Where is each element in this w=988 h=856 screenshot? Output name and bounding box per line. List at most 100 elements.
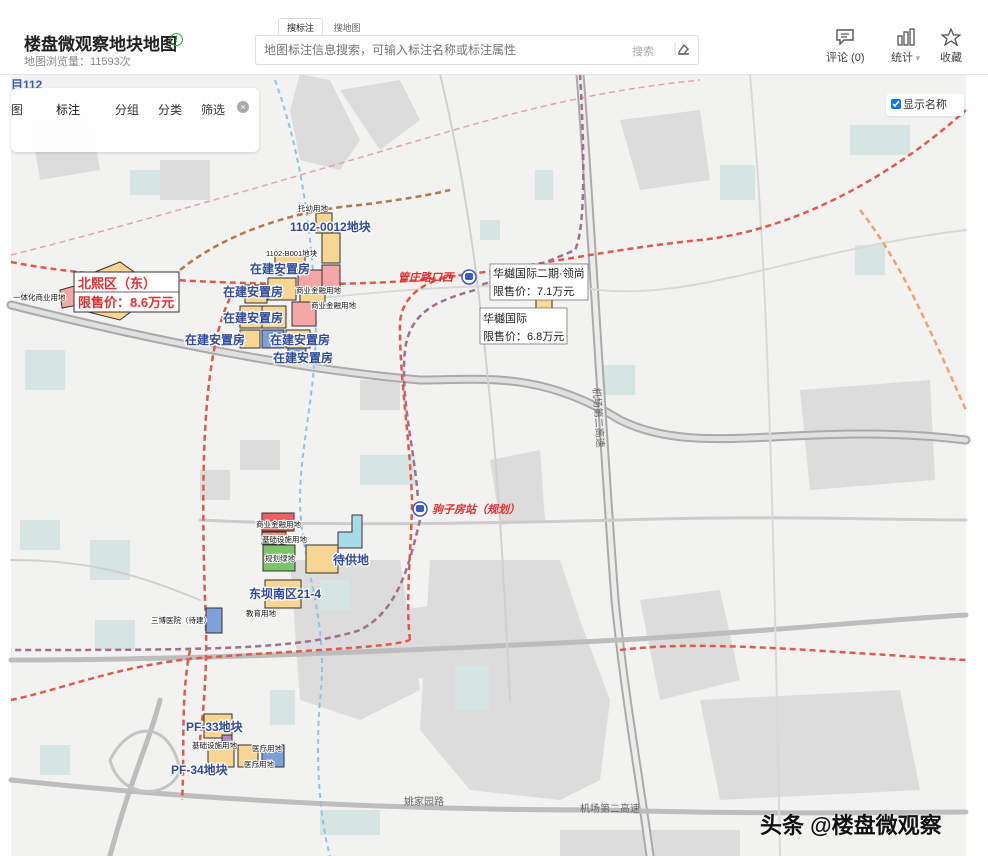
- label-integrated-commercial: 一体化商业用地: [13, 292, 66, 302]
- tab-annotations[interactable]: 标注: [56, 103, 81, 117]
- show-names-label: 显示名称: [903, 99, 947, 111]
- callout-beixi[interactable]: 北熙区（东） 限售价：8.6万元: [73, 271, 180, 313]
- label-resettlement-6: 在建安置房: [273, 350, 333, 365]
- parcel-resettlement-6: [239, 329, 261, 349]
- callout-huayue[interactable]: 华樾国际 限售价：6.8万元: [479, 307, 568, 345]
- parcel-commercial-d: [261, 512, 295, 532]
- eraser-icon[interactable]: [674, 41, 690, 57]
- tab-search-annotations[interactable]: 搜标注: [278, 18, 324, 36]
- star-icon: [941, 28, 961, 46]
- parcel-pending: [305, 544, 339, 574]
- route-red-west: [198, 297, 232, 741]
- callout-box: [489, 263, 589, 301]
- comment-button[interactable]: 评论 (0): [826, 28, 865, 65]
- comment-icon: [836, 29, 854, 46]
- filter-panel: 图 标注 分组 分类 筛选 ×: [11, 88, 259, 152]
- transit-routes: [10, 73, 968, 801]
- label-resettlement-4: 在建安置房: [185, 332, 245, 347]
- stats-label: 统计: [891, 52, 913, 64]
- parcel-cyan: [337, 514, 363, 549]
- show-names-toggle[interactable]: 显示名称: [886, 94, 964, 116]
- tab-search-maps[interactable]: 搜地图: [333, 23, 361, 33]
- chevron-down-icon: ▾: [913, 53, 921, 63]
- parcel-infrastructure-a: [261, 531, 287, 545]
- river: [274, 79, 331, 856]
- parcel-medical-b: [261, 744, 285, 768]
- bar-chart-icon: [896, 28, 915, 46]
- show-names-checkbox[interactable]: [891, 99, 901, 109]
- view-count: 地图浏览量：11593次: [24, 56, 131, 68]
- callout-price: 限售价：6.8万元: [483, 329, 564, 343]
- stats-button[interactable]: 统计 ▾: [891, 28, 920, 65]
- verified-icon: !: [170, 33, 183, 46]
- label-resettlement-5: 在建安置房: [270, 332, 330, 347]
- parcel-green-plan: [262, 544, 296, 572]
- station-label-juzifang: 驹子房站（规划）: [432, 503, 520, 516]
- favorite-button[interactable]: 收藏: [940, 28, 962, 65]
- metro-station-guanzhuang[interactable]: [461, 269, 477, 285]
- callout-huayue-2[interactable]: 华樾国际二期·领尚 限售价：7.1万元: [489, 263, 589, 301]
- parcel-resettlement-4: [261, 305, 287, 329]
- label-resettlement-1: 在建安置房: [250, 261, 310, 276]
- road-label-yaojiayuan: 姚家园路: [404, 795, 444, 808]
- land-use-labels: 托幼用地 1102-B001地块 商业金融用地 商业金融用地 一体化商业用地 商…: [12, 202, 357, 770]
- label-pf-34: PF-34地块: [171, 762, 229, 777]
- callout-box: [479, 307, 568, 345]
- label-commercial-b: 商业金融用地: [311, 300, 356, 310]
- top-bar: 楼盘微观察地块地图 ! 地图浏览量：11593次 搜标注 搜地图 搜索 评论 (…: [0, 0, 988, 75]
- water-bodies: [20, 125, 910, 835]
- search-box: 搜索: [255, 35, 699, 65]
- parcel-pf-33: [203, 713, 233, 739]
- map-left-edge: [0, 0, 11, 856]
- callout-title: 北熙区（东）: [78, 276, 156, 291]
- parcel-name-labels: 1102-0012地块 在建安置房 在建安置房 在建安置房 在建安置房 在建安置…: [170, 218, 373, 779]
- metro-station-juzifang[interactable]: [412, 501, 428, 517]
- favorite-label: 收藏: [940, 52, 962, 64]
- road-labels: 机场第二高速 姚家园路 机场第二高速: [404, 387, 640, 815]
- metro-glyph: [416, 505, 424, 512]
- parcels[interactable]: [59, 212, 553, 768]
- tab-map[interactable]: 图: [11, 103, 24, 117]
- close-icon[interactable]: ×: [237, 101, 249, 113]
- road-label-airport-expressway-2: 机场第二高速: [580, 802, 640, 815]
- route-brown-line: [179, 188, 451, 271]
- parcel-resettlement-5: [291, 301, 317, 327]
- label-1102-b001: 1102-B001地块: [266, 248, 318, 258]
- route-red-line: [10, 109, 967, 286]
- route-pink-line: [10, 79, 701, 256]
- label-infrastructure-b: 基础设施用地: [192, 740, 237, 750]
- label-commercial-c: 商业金融用地: [256, 519, 301, 529]
- tab-groups[interactable]: 分组: [115, 103, 140, 117]
- parcel-commercial-b: [321, 264, 341, 288]
- route-red-ring: [398, 273, 461, 641]
- route-purple-line: [10, 519, 422, 652]
- parcel-dongba-21-4: [264, 579, 302, 609]
- route-red-west-2: [180, 649, 192, 801]
- metro-glyph: [465, 273, 473, 280]
- label-commercial-a: 商业金融用地: [296, 285, 341, 295]
- label-pending-land: 待供地: [333, 552, 369, 567]
- road-label-airport-expressway: 机场第二高速: [590, 387, 607, 448]
- label-green-plan: 规划绿地: [265, 553, 295, 563]
- parcel-resettlement-7: [261, 329, 285, 349]
- label-resettlement-2: 在建安置房: [223, 284, 283, 299]
- search-button[interactable]: 搜索: [632, 46, 654, 58]
- comment-label: 评论 (0): [826, 52, 865, 64]
- route-red-line-3: [619, 644, 967, 662]
- station-label-guanzhuang: 管庄路口西: [398, 271, 455, 284]
- label-resettlement-3: 在建安置房: [223, 310, 283, 325]
- route-purple-north: [479, 73, 585, 287]
- label-medical-a: 医疗用地: [252, 743, 282, 753]
- parcel-resettlement-9: [287, 347, 307, 363]
- label-pf-33: PF-33地块: [186, 719, 244, 734]
- route-orange-line: [859, 209, 968, 411]
- parcel-medical-a: [237, 744, 259, 768]
- label-dongba-21-4: 东坝南区21-4: [249, 586, 321, 601]
- search-input[interactable]: [262, 42, 626, 58]
- tab-filter[interactable]: 筛选: [201, 103, 226, 117]
- route-red-line-2: [10, 638, 411, 702]
- label-sanbo-hospital: 三博医院（待建）: [151, 615, 211, 625]
- tab-categories[interactable]: 分类: [158, 103, 183, 117]
- callout-price: 限售价：8.6万元: [78, 295, 174, 310]
